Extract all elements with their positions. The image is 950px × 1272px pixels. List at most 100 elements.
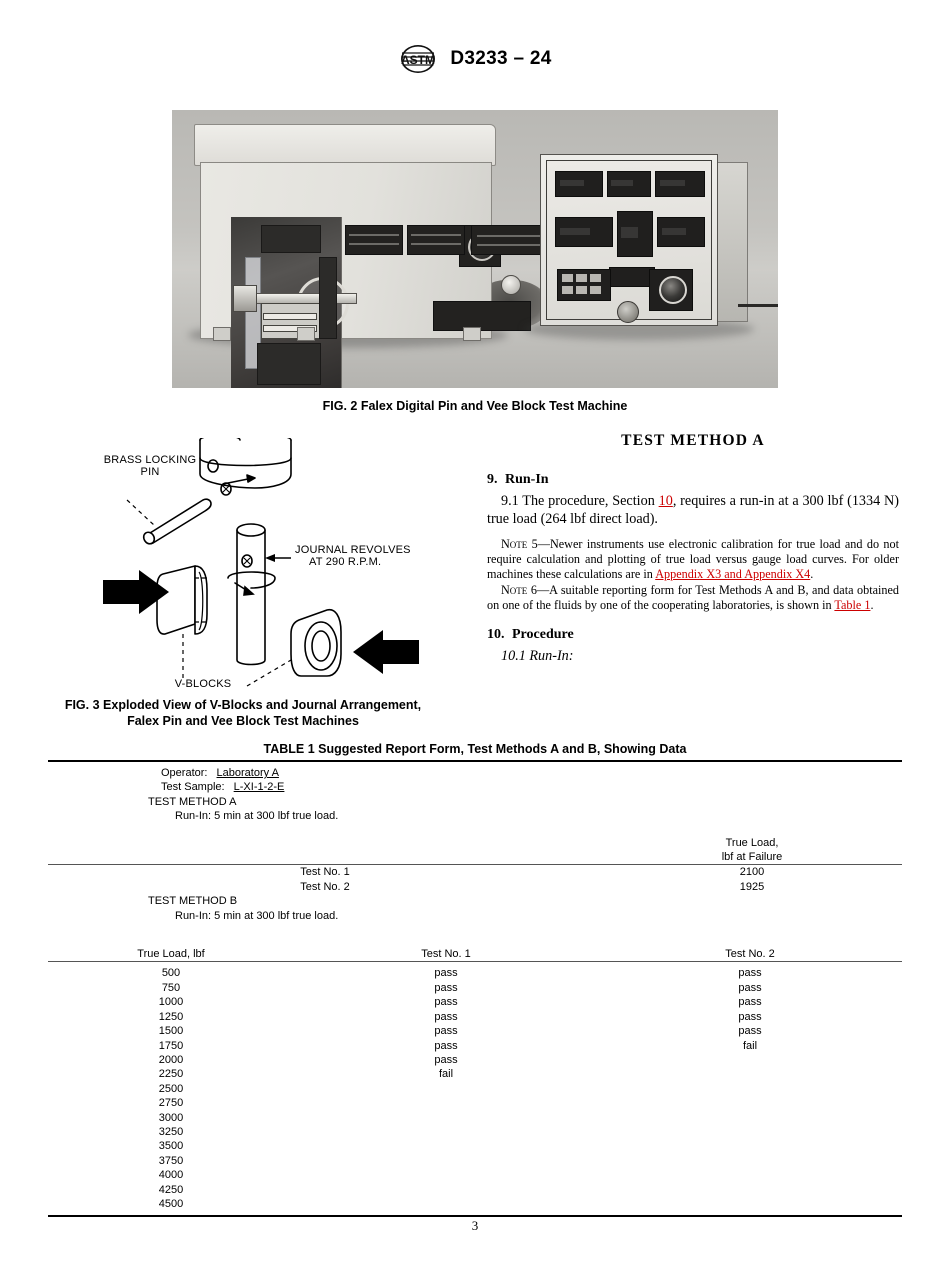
console-display-1 — [555, 171, 603, 197]
machine-label-panel-2 — [407, 225, 465, 255]
link-appendix-x3-x4[interactable]: Appendix X3 and Appendix X4 — [655, 567, 811, 581]
table-row: Test No. 2 1925 — [48, 880, 902, 894]
console-display-3 — [655, 171, 705, 197]
method-a-row-0-value: 2100 — [739, 866, 765, 879]
console-load-knob[interactable] — [659, 276, 687, 304]
note-5-text-pre: Newer instruments use electronic calibra… — [487, 537, 899, 581]
method-b-cell-test1 — [294, 1168, 598, 1182]
machine-cabinet — [200, 162, 561, 388]
method-a-head-line2: lbf at Failure — [721, 851, 783, 864]
table-row: 3250 — [48, 1125, 902, 1139]
method-b-cell-load: 1250 — [158, 1010, 184, 1023]
table-method-b-label: TEST METHOD B — [148, 895, 238, 908]
table-row: 3500 — [48, 1139, 902, 1153]
machine-indicator-dial — [501, 275, 521, 295]
machine-top-cover — [194, 124, 496, 166]
page-header: ASTM D3233 – 24 — [0, 44, 950, 74]
method-b-cell-test2 — [598, 1111, 902, 1125]
link-table-1[interactable]: Table 1 — [834, 598, 871, 612]
note-5-label: Note — [501, 537, 528, 551]
console-power-cable — [738, 260, 778, 307]
fig3-diagram: BRASS LOCKING PIN JOURNAL REVOLVES AT 29… — [95, 438, 445, 693]
standard-designation: D3233 – 24 — [450, 48, 552, 69]
method-b-cell-test1: pass — [434, 1025, 458, 1038]
method-b-cell-test1 — [294, 1139, 598, 1153]
section-10-heading: 10. Procedure — [487, 627, 899, 643]
method-b-cell-test1 — [294, 1082, 598, 1096]
fig3-label-brass-pin-line2: PIN — [140, 466, 160, 478]
table-row: 2750 — [48, 1096, 902, 1110]
console-display-2 — [607, 171, 651, 197]
table-method-b-header-row: True Load, lbf Test No. 1 Test No. 2 — [48, 947, 902, 961]
note-6-text-post: . — [870, 598, 874, 612]
machine-plate-2 — [263, 325, 317, 332]
method-b-cell-test1: pass — [434, 1053, 458, 1066]
method-b-cell-load: 2750 — [158, 1097, 184, 1110]
table-method-b-runin: Run-In: 5 min at 300 lbf true load. — [175, 909, 339, 922]
method-b-cell-test1 — [294, 1197, 598, 1211]
fig3-caption: FIG. 3 Exploded View of V-Blocks and Jou… — [28, 697, 458, 729]
table-row: 4500 — [48, 1197, 902, 1211]
method-b-cell-test1 — [294, 1183, 598, 1197]
method-b-cell-test2 — [598, 1197, 902, 1211]
table-row: 2500 — [48, 1082, 902, 1096]
method-b-cell-test2: fail — [742, 1039, 758, 1052]
console-front-panel — [546, 160, 712, 323]
machine-foot-right — [463, 327, 481, 341]
fig3-caption-line1: FIG. 3 Exploded View of V-Blocks and Jou… — [64, 698, 422, 712]
console-load-control-panel — [649, 269, 693, 311]
method-b-cell-load: 3000 — [158, 1111, 184, 1124]
method-b-cell-test1 — [294, 1111, 598, 1125]
method-b-cell-test2: pass — [738, 967, 762, 980]
section-9-title: Run-In — [505, 472, 549, 487]
fig2-caption: FIG. 2 Falex Digital Pin and Vee Block T… — [322, 399, 628, 413]
note-5: Note 5—Newer instruments use electronic … — [487, 537, 899, 582]
table-rule-method-b-head — [48, 961, 902, 963]
method-b-cell-test2: pass — [738, 1025, 762, 1038]
method-a-row-1-label: Test No. 2 — [300, 880, 350, 893]
table-row: 4250 — [48, 1183, 902, 1197]
method-b-cell-test2 — [598, 1183, 902, 1197]
table-rule-top — [48, 760, 902, 762]
fig3-label-journal-line2: AT 290 R.P.M. — [309, 556, 382, 568]
method-b-cell-test1: pass — [434, 967, 458, 980]
method-b-cell-test2: pass — [738, 996, 762, 1009]
method-b-cell-test1 — [294, 1154, 598, 1168]
fig3-label-vblocks: V-BLOCKS — [174, 678, 232, 690]
method-b-cell-test1: pass — [434, 996, 458, 1009]
table-method-a-label: TEST METHOD A — [148, 795, 237, 808]
console-keypad[interactable] — [557, 269, 611, 301]
method-b-cell-test1: pass — [434, 1010, 458, 1023]
table-1: Operator: Laboratory A Test Sample: L-XI… — [48, 760, 902, 1218]
machine-open-compartment — [231, 217, 357, 388]
method-b-header-2: Test No. 2 — [725, 948, 775, 961]
machine-foot-left — [213, 327, 231, 341]
method-b-cell-load: 3500 — [158, 1140, 184, 1153]
method-b-cell-test1: pass — [434, 1039, 458, 1052]
machine-foot-mid — [297, 327, 315, 341]
note-6-number: 6— — [527, 583, 550, 597]
astm-logo: ASTM — [398, 44, 438, 74]
console-display-rpm — [657, 217, 705, 247]
method-b-cell-test2 — [598, 1096, 902, 1110]
machine-vblock-holder — [261, 303, 325, 339]
sample-value: L-XI-1-2-E — [233, 781, 285, 794]
link-section-10[interactable]: 10 — [658, 493, 673, 509]
page-number: 3 — [471, 1218, 479, 1233]
console-display-meter — [617, 211, 653, 257]
note-6-label: Note — [501, 583, 528, 597]
svg-text:ASTM: ASTM — [401, 53, 435, 67]
method-b-cell-test2 — [598, 1168, 902, 1182]
table-row: 3000 — [48, 1111, 902, 1125]
console-display-temperature — [555, 217, 613, 247]
section-10-number: 10. — [487, 627, 505, 642]
operator-label: Operator: — [161, 767, 208, 779]
table-row: Test No. 1 2100 — [48, 865, 902, 879]
method-b-cell-test2 — [598, 1125, 902, 1139]
note-5-text-post: . — [810, 567, 814, 581]
machine-upper-block — [261, 225, 321, 253]
